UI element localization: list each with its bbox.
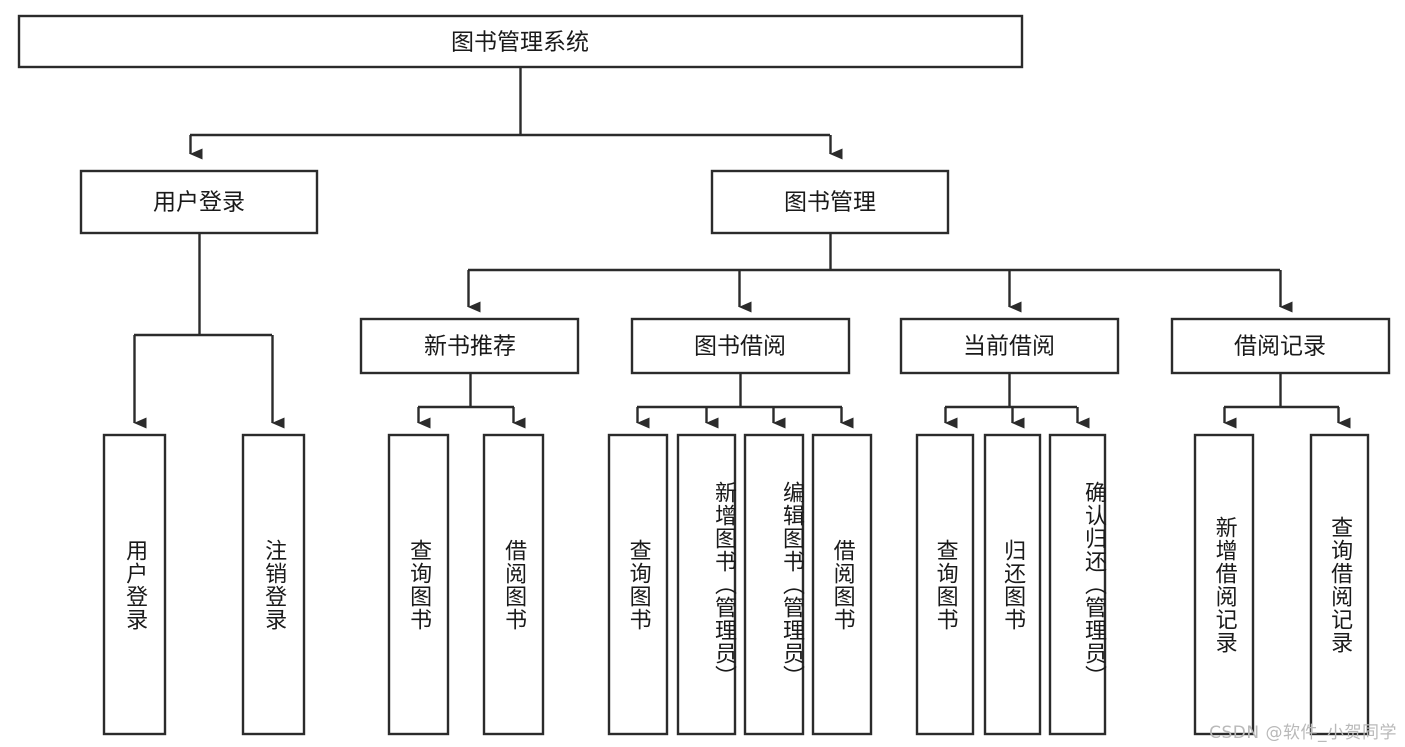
node-new-book-recommend-box — [359, 317, 580, 375]
node-book-manage-box — [710, 169, 950, 235]
leaf-box-br-query[interactable] — [1309, 433, 1370, 736]
node-book-borrow-label: 图书借阅 — [694, 334, 786, 360]
node-root-label: 图书管理系统 — [451, 30, 589, 56]
leaf-box-cb-query[interactable] — [915, 433, 975, 736]
leaf-box-bb-add[interactable] — [676, 433, 737, 736]
csdn-watermark: CSDN @软件_小贺同学 — [1209, 723, 1397, 743]
node-root-box — [17, 14, 1024, 69]
leaf-box-user-login[interactable] — [102, 433, 167, 736]
node-root[interactable]: 图书管理系统 — [17, 14, 1024, 69]
node-book-borrow[interactable]: 图书借阅 — [630, 317, 851, 375]
node-new-book-recommend-label: 新书推荐 — [424, 334, 516, 360]
node-user-login-label: 用户登录 — [153, 190, 245, 216]
leaf-box-nb-borrow[interactable] — [482, 433, 545, 736]
node-book-borrow-box — [630, 317, 851, 375]
node-borrow-records-label: 借阅记录 — [1234, 334, 1326, 360]
leaf-box-logout[interactable] — [241, 433, 306, 736]
leaf-box-bb-edit[interactable] — [743, 433, 805, 736]
leaf-box-cb-return[interactable] — [983, 433, 1042, 736]
leaf-box-br-add[interactable] — [1193, 433, 1255, 736]
node-book-manage[interactable]: 图书管理 — [710, 169, 950, 235]
node-new-book-recommend[interactable]: 新书推荐 — [359, 317, 580, 375]
node-current-borrow-box — [899, 317, 1120, 375]
leaf-box-bb-borrow[interactable] — [811, 433, 873, 736]
node-current-borrow-label: 当前借阅 — [963, 334, 1055, 360]
node-borrow-records[interactable]: 借阅记录 — [1170, 317, 1391, 375]
node-current-borrow[interactable]: 当前借阅 — [899, 317, 1120, 375]
node-book-manage-label: 图书管理 — [784, 190, 876, 216]
node-borrow-records-box — [1170, 317, 1391, 375]
leaf-box-cb-confirm[interactable] — [1048, 433, 1107, 736]
leaf-box-nb-query[interactable] — [387, 433, 450, 736]
leaf-box-bb-query[interactable] — [607, 433, 669, 736]
node-user-login[interactable]: 用户登录 — [79, 169, 319, 235]
